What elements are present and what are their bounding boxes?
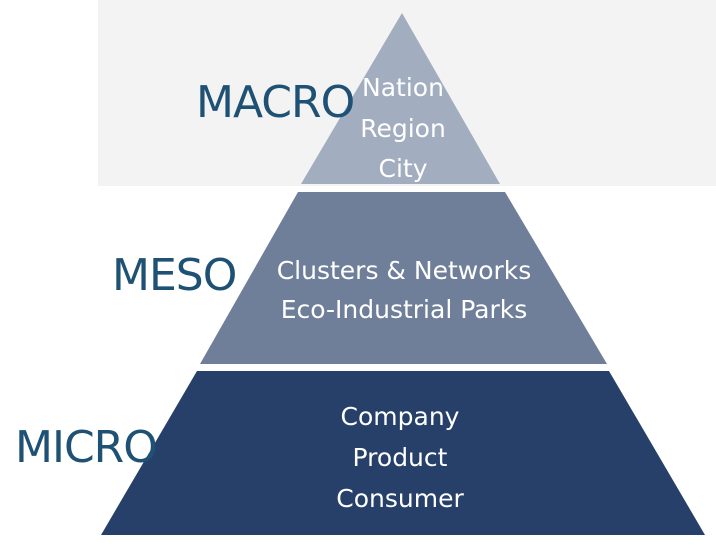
micro-level-label: MICRO xyxy=(15,422,157,473)
micro-item-company: Company xyxy=(341,402,460,431)
macro-item-city: City xyxy=(379,154,428,183)
meso-tier xyxy=(200,192,607,364)
macro-item-nation: Nation xyxy=(362,73,444,102)
macro-tier xyxy=(301,13,500,184)
meso-level-label: MESO xyxy=(112,250,236,301)
meso-item-eco-parks: Eco-Industrial Parks xyxy=(281,295,528,324)
meso-item-clusters: Clusters & Networks xyxy=(277,256,532,285)
macro-item-region: Region xyxy=(360,114,446,143)
macro-level-label: MACRO xyxy=(196,77,354,128)
micro-tier xyxy=(101,371,705,535)
micro-item-product: Product xyxy=(353,443,448,472)
micro-item-consumer: Consumer xyxy=(336,484,464,513)
